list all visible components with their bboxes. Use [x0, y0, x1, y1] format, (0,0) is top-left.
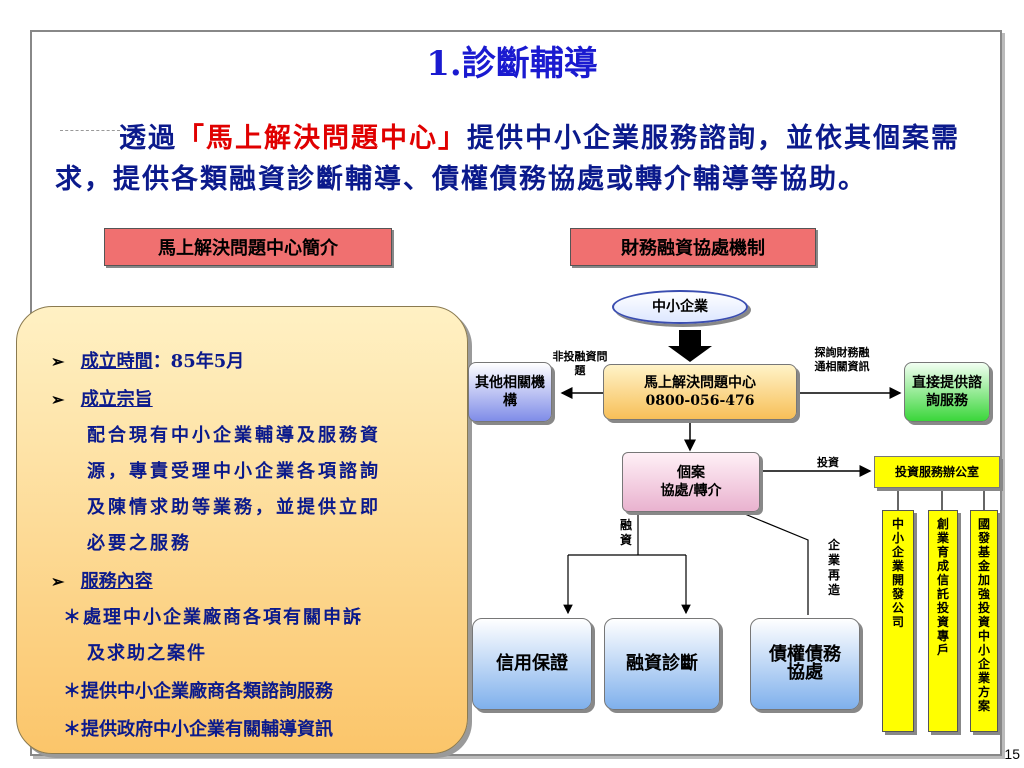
label-explore: 探詢財務融通相關資訊 [814, 346, 870, 373]
info-item-services: ➢ 服務內容 [51, 567, 153, 593]
direct-service-node: 直接提供諮詢服務 [904, 362, 990, 422]
services-label: 服務內容 [80, 571, 153, 592]
bullet-marker: ➢ [51, 390, 65, 409]
label-non-invest: 非投融資問題 [552, 350, 608, 377]
label-rebuild: 企業再造 [827, 538, 840, 597]
info-panel: ➢ 成立時間：85年5月 ➢ 成立宗旨 配合現有中小企業輔導及服務資 源，專責受… [16, 306, 468, 754]
founded-value: ：85年5月 [152, 351, 245, 372]
fund-national-dev-node: 國發基金加強投資中小企業方案 [970, 510, 998, 732]
info-item-founded: ➢ 成立時間：85年5月 [51, 347, 244, 373]
intro-pre: 透過 [119, 123, 177, 154]
case-line-1: 個案 [677, 465, 705, 481]
big-arrow-stem [679, 330, 701, 346]
service-line-3: ＊提供中小企業廠商各類諮詢服務 [63, 681, 333, 702]
service-line-4: ＊提供政府中小企業有關輔導資訊 [63, 719, 333, 740]
debt-mediation-node: 債權債務協處 [750, 618, 860, 710]
label-finance: 融資 [619, 518, 632, 547]
center-phone: 0800-056-476 [645, 393, 755, 409]
fund-incubator-node: 創業育成信託投資專戶 [928, 510, 958, 732]
mechanism-label-box: 財務融資協處機制 [570, 228, 816, 266]
intro-post: 提供中小企業服務諮詢，並依其個案需求，提供各類融資診斷輔導、債權債務協處或轉介輔… [55, 123, 960, 195]
intro-paragraph: 透過「馬上解決問題中心」提供中小企業服務諮詢，並依其個案需求，提供各類融資診斷輔… [55, 118, 975, 200]
info-item-purpose: ➢ 成立宗旨 [51, 385, 153, 411]
page-number: 15 [1004, 746, 1020, 762]
intro-label-box: 馬上解決問題中心簡介 [104, 228, 392, 266]
case-node: 個案 協處/轉介 [622, 452, 760, 512]
purpose-line-3: 及陳情求助等業務，並提供立即 [87, 497, 381, 518]
purpose-line-4: 必要之服務 [87, 533, 192, 554]
invest-office-node: 投資服務辦公室 [874, 456, 1000, 488]
founded-label: 成立時間 [80, 351, 153, 372]
line-to-debt [739, 511, 809, 615]
center-node: 馬上解決問題中心 0800-056-476 [603, 364, 797, 420]
purpose-line-1: 配合現有中小企業輔導及服務資 [87, 425, 381, 446]
financing-diagnosis-node: 融資診斷 [604, 618, 720, 710]
service-line-2: 及求助之案件 [87, 643, 207, 664]
service-line-1: ＊處理中小企業廠商各項有關申訴 [63, 607, 363, 628]
credit-guarantee-node: 信用保證 [472, 618, 592, 710]
other-agencies-node: 其他相關機構 [468, 362, 552, 422]
slide-title: 1.診斷輔導 [426, 44, 598, 84]
center-title: 馬上解決問題中心 [644, 375, 756, 391]
intro-highlight: 「馬上解決問題中心」 [177, 123, 467, 154]
bullet-marker: ➢ [51, 352, 65, 371]
purpose-label: 成立宗旨 [80, 389, 153, 410]
big-arrow-head [668, 346, 712, 362]
case-line-2: 協處/轉介 [660, 483, 722, 499]
bullet-marker: ➢ [51, 572, 65, 591]
fund-sme-dev-node: 中小企業開發公司 [882, 510, 914, 732]
sme-node: 中小企業 [612, 290, 748, 324]
label-invest: 投資 [817, 456, 839, 469]
purpose-line-2: 源，專責受理中小企業各項諮詢 [87, 461, 381, 482]
dashed-rule [60, 130, 120, 131]
